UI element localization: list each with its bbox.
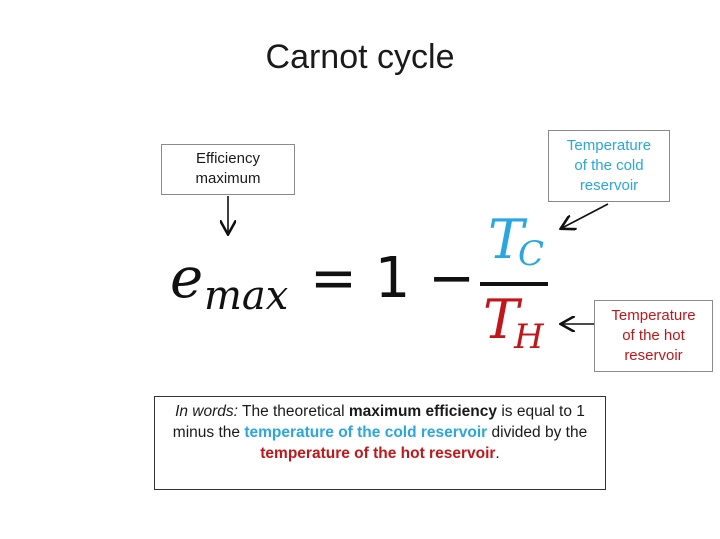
efficiency-maximum-label: Efficiency maximum [161, 144, 295, 195]
words-part-4: . [495, 445, 500, 462]
cold-arrow [562, 203, 609, 228]
hot-label-line-3: reservoir [624, 347, 683, 364]
slide-title: Carnot cycle [265, 38, 455, 76]
hot-label-line-2: of the hot [622, 327, 685, 344]
hot-reservoir-label: Temperature of the hot reservoir [594, 300, 713, 372]
words-cold-reservoir: temperature of the cold reservoir [244, 424, 488, 441]
cold-label-line-1: Temperature [566, 137, 652, 154]
cold-label-line-3: reservoir [579, 177, 639, 194]
hot-temperature-symbol: T [483, 288, 520, 351]
cold-temperature-symbol: T [488, 208, 525, 271]
efficiency-symbol: e [170, 246, 204, 311]
fraction-bar [480, 282, 548, 286]
efficiency-label-line-1: Efficiency [196, 150, 260, 167]
equals-one-minus: = 1 − [310, 246, 476, 311]
words-part-1: The theoretical [237, 403, 349, 420]
in-words-lead: In words: [175, 403, 238, 420]
efficiency-subscript: max [204, 273, 289, 319]
hot-label-line-1: Temperature [611, 307, 696, 324]
cold-reservoir-label: Temperature of the cold reservoir [548, 130, 670, 202]
in-words-explanation: In words: The theoretical maximum effici… [154, 396, 606, 490]
words-part-2: is equal to 1 minus the [172, 403, 585, 441]
words-part-3: divided by the [487, 424, 588, 441]
cold-label-line-2: of the cold [574, 157, 644, 174]
hot-temperature-subscript: H [514, 317, 544, 357]
words-max-efficiency: maximum efficiency [348, 403, 498, 420]
efficiency-label-line-2: maximum [195, 170, 261, 187]
cold-temperature-subscript: C [518, 234, 545, 274]
words-hot-reservoir: temperature of the hot reservoir [260, 445, 496, 462]
